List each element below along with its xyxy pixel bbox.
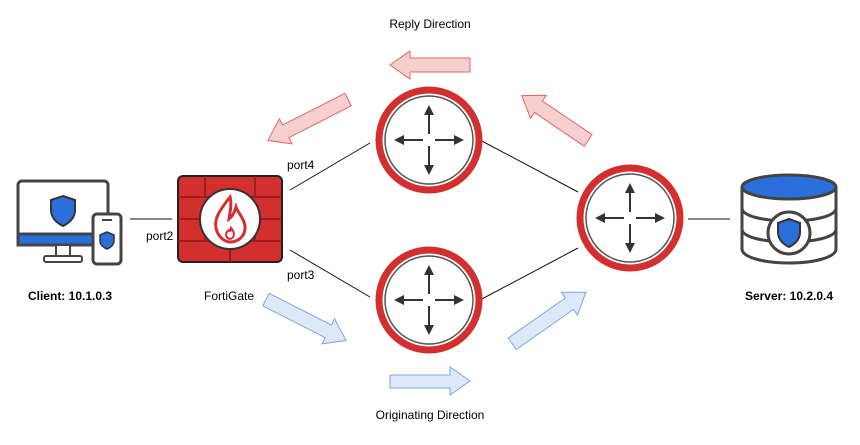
reply-arrow-top bbox=[389, 50, 471, 80]
port3-label: port3 bbox=[287, 268, 315, 282]
router-icon bbox=[595, 183, 665, 253]
originating-direction-label: Originating Direction bbox=[375, 408, 485, 422]
router-right bbox=[576, 164, 684, 272]
port4-label: port4 bbox=[287, 158, 315, 172]
flame-icon bbox=[214, 193, 247, 244]
link-port4-router-top bbox=[289, 142, 371, 191]
link-port3-router-bottom bbox=[289, 249, 371, 298]
client-label: Client: 10.1.0.3 bbox=[27, 289, 113, 303]
link-router-top-router-right bbox=[479, 139, 579, 193]
orig-arrow-right bbox=[507, 291, 587, 351]
connection-lines bbox=[130, 139, 730, 301]
link-router-bottom-router-right bbox=[479, 247, 579, 301]
reply-arrow-left bbox=[267, 92, 352, 145]
orig-arrow-bottom bbox=[389, 366, 471, 396]
shield-icon bbox=[777, 217, 801, 249]
server-label: Server: 10.2.0.4 bbox=[744, 289, 834, 303]
originating-arrows bbox=[262, 291, 587, 396]
router-bottom bbox=[375, 246, 483, 354]
router-top bbox=[375, 86, 483, 194]
server-database-icon bbox=[740, 173, 838, 265]
port2-label: port2 bbox=[146, 229, 174, 243]
orig-arrow-left bbox=[262, 292, 347, 345]
reply-direction-label: Reply Direction bbox=[389, 17, 471, 31]
router-icon bbox=[394, 265, 464, 335]
router-icon bbox=[394, 105, 464, 175]
reply-arrows bbox=[267, 50, 593, 147]
reply-arrow-right bbox=[521, 94, 593, 147]
fortigate-label: FortiGate bbox=[203, 289, 255, 303]
client-devices-icon bbox=[16, 179, 123, 266]
shield-icon bbox=[50, 194, 76, 228]
phone-shield-icon bbox=[99, 231, 115, 250]
firewall-icon bbox=[177, 175, 283, 263]
